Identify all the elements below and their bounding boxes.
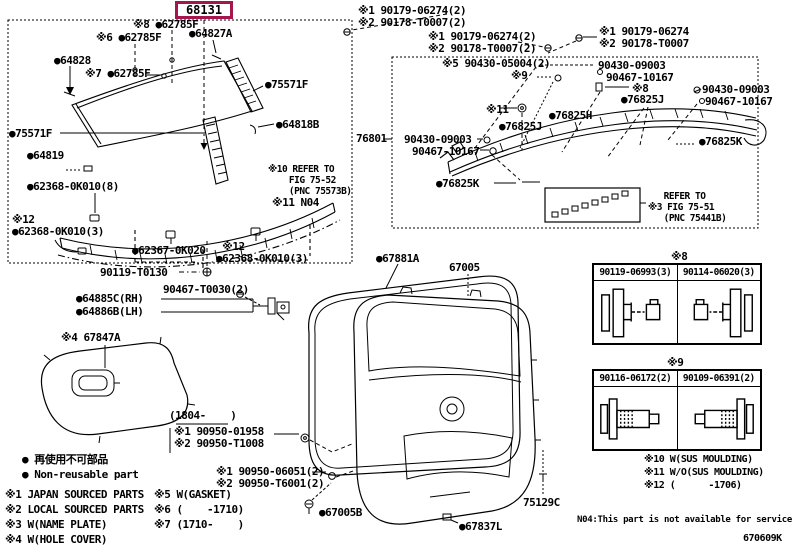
bolt-glyph (594, 387, 677, 449)
door-frame-section-box (383, 56, 759, 229)
part-label-90430-09003-right[interactable]: 90430-09003 (702, 83, 770, 96)
part-label-62785f-m7[interactable]: ※7 ●62785F (85, 67, 151, 80)
part-label-90467-10167-right[interactable]: 90467-10167 (705, 95, 773, 108)
mark-11: ※11 (486, 103, 509, 116)
part-label-75129c[interactable]: 75129C (523, 496, 560, 509)
part-label-90467-t0030[interactable]: 90467-T0030(2) (163, 283, 249, 296)
mark-9: ※9 (511, 69, 528, 82)
part-label-90950-group-1[interactable]: ※1 90950-01958 ※2 90950-T1008 (174, 425, 264, 450)
part-label-90467-10167-left[interactable]: 90467-10167 (412, 145, 480, 158)
part-label-90430-09003-mid[interactable]: 90430-09003 (598, 59, 666, 72)
part-label-76801[interactable]: 76801 (356, 132, 387, 145)
legend-nonreusable-en: ● Non-reusable part (22, 468, 139, 481)
part-label-hinge-bolts-2[interactable]: ※1 90179-06274(2) ※2 90178-T0007(2) (428, 30, 537, 55)
service-note-n04: N04:This part is not available for servi… (577, 515, 792, 525)
part-label-76825j-top[interactable]: ●76825J (621, 93, 664, 106)
door-garnish-fasteners (343, 13, 705, 184)
part-label-hinge-bolts-1[interactable]: ※1 90179-06274(2) ※2 90178-T0007(2) (358, 4, 467, 29)
part-label-90430-09003-left[interactable]: 90430-09003 (404, 133, 472, 146)
fastener-table-1: 90119-06993(3) 90114-06020(3) (592, 263, 762, 345)
legend-notes-col3: ※10 W(SUS MOULDING) ※11 W/O(SUS MOULDING… (644, 454, 764, 491)
bottom-fastener-leaders (169, 423, 547, 524)
bolt-glyph (676, 281, 761, 343)
back-window-glass (71, 57, 264, 185)
figure-number-callout[interactable]: 68131 (175, 1, 233, 19)
glass-section-box (7, 19, 353, 264)
part-label-64819[interactable]: ●64819 (27, 149, 64, 162)
lower-garnish-strip (57, 202, 341, 268)
legend-nonreusable-jp: ● 再使用不可部品 (22, 453, 108, 466)
date-range-1804: (1804- ) (169, 409, 237, 422)
part-label-62368-0k010-3-left[interactable]: ※12 ●62368-0K010(3) (12, 213, 104, 238)
clip-strip-box (544, 187, 646, 223)
fastener-part-90114-06020[interactable]: 90114-06020(3) (676, 265, 761, 280)
note-n04-mark: ※11 N04 (272, 196, 319, 209)
fastener-part-90119-06993[interactable]: 90119-06993(3) (599, 267, 672, 278)
part-label-62785f-m8[interactable]: ※8 ●62785F (133, 18, 199, 31)
part-label-90430-05004[interactable]: ※5 90430-05004(2) (442, 57, 551, 70)
figure-leader-line (200, 20, 208, 150)
bolt-glyph (676, 387, 761, 449)
refer-note-fig-75-52: ※10 REFER TO FIG 75-52 (PNC 75573B) (268, 164, 352, 197)
diagram-code: 670609K (743, 533, 782, 544)
part-label-76825k-right[interactable]: ●76825K (699, 135, 742, 148)
part-label-64886b-lh[interactable]: ●64886B(LH) (76, 305, 144, 318)
part-label-64885c-rh[interactable]: ●64885C(RH) (76, 292, 144, 305)
part-label-76825j-lower[interactable]: ●76825J (499, 120, 542, 133)
table-mark-9: ※9 (667, 356, 684, 369)
legend-notes-col2: ※5 W(GASKET) ※6 ( -1710) ※7 (1710- ) (154, 488, 244, 531)
part-label-90467-10167-mid[interactable]: 90467-10167 (606, 71, 674, 84)
part-label-90119-t0130[interactable]: 90119-T0130 (100, 266, 168, 279)
part-label-67005b[interactable]: ●67005B (319, 506, 362, 519)
legend-notes-col1: ※1 JAPAN SOURCED PARTS ※2 LOCAL SOURCED … (5, 488, 144, 546)
part-label-67837l[interactable]: ●67837L (459, 520, 502, 533)
hinge-and-bolt-leaders (161, 240, 290, 321)
mark-8: ※8 (632, 82, 649, 95)
part-label-75571f-left[interactable]: ●75571F (9, 127, 52, 140)
part-label-67847a[interactable]: ※4 67847A (61, 331, 121, 344)
part-label-75571f-right[interactable]: ●75571F (265, 78, 308, 91)
weatherstrip-67881a (308, 263, 521, 476)
part-label-62368-0k010-3-right[interactable]: ※12 ●62368-0K010(3) (216, 240, 308, 265)
part-label-67005[interactable]: 67005 (449, 261, 480, 274)
part-label-90950-group-2[interactable]: ※1 90950-06051(2) ※2 90950-T6001(2) (216, 465, 325, 490)
glass-leader-lines (54, 30, 275, 255)
fastener-part-90116-06172[interactable]: 90116-06172(2) (599, 373, 672, 384)
fastener-part-90109-06391[interactable]: 90109-06391(2) (676, 371, 761, 386)
part-label-64818b[interactable]: ●64818B (276, 118, 319, 131)
part-label-62785f-m6[interactable]: ※6 ●62785F (96, 31, 162, 44)
table-mark-8: ※8 (671, 250, 688, 263)
part-label-67881a[interactable]: ●67881A (376, 252, 419, 265)
part-label-62367-0k020[interactable]: ●62367-0K020 (132, 244, 206, 257)
part-label-76825h[interactable]: ●76825H (549, 109, 592, 122)
bolt-glyph (594, 281, 677, 343)
back-door-panel (353, 274, 541, 525)
trim-cover-67847a (40, 336, 196, 444)
part-label-76825k-left[interactable]: ●76825K (436, 177, 479, 190)
refer-note-fig-75-51: REFER TO ※3 FIG 75-51 (PNC 75441B) (648, 191, 727, 224)
part-label-64828[interactable]: ●64828 (54, 54, 91, 67)
part-label-62368-0k010-8[interactable]: ●62368-0K010(8) (27, 180, 119, 193)
part-label-64827a[interactable]: ●64827A (189, 27, 232, 40)
fastener-table-2: 90116-06172(2) 90109-06391(2) (592, 369, 762, 451)
part-label-hinge-bolts-3[interactable]: ※1 90179-06274 ※2 90178-T0007 (599, 25, 689, 50)
